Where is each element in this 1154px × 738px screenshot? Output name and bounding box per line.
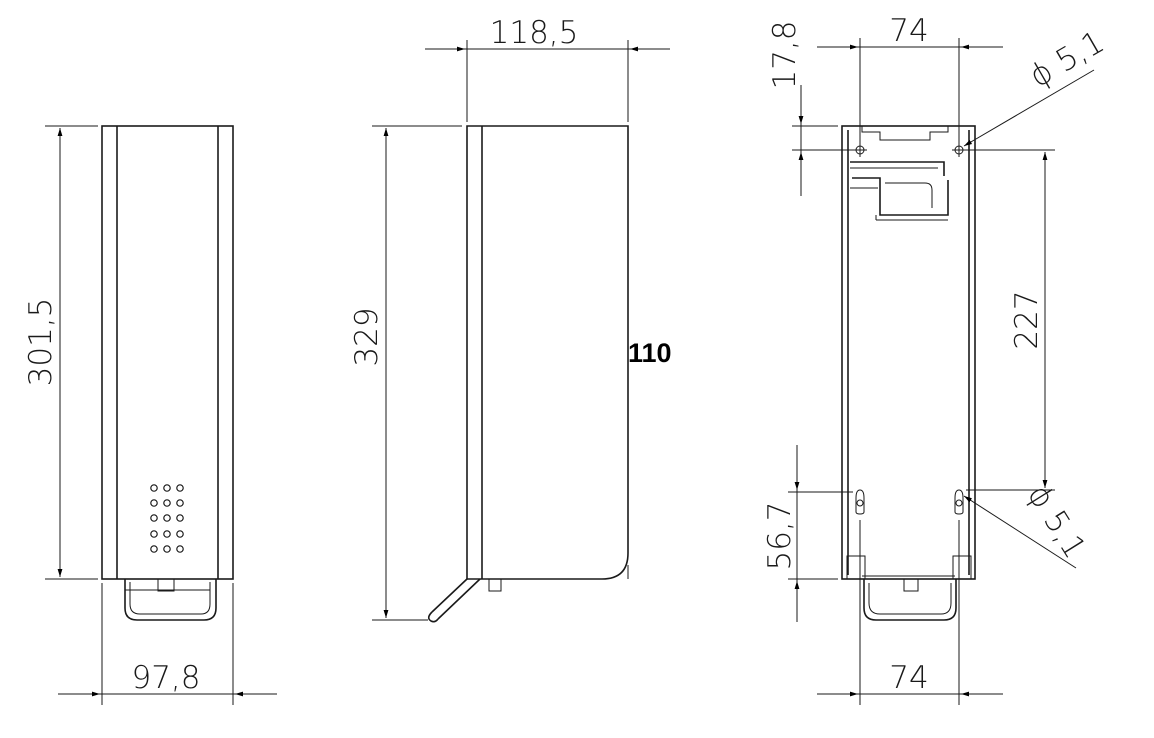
back-top-offset-label: 17,8 bbox=[767, 20, 803, 89]
front-width-label: 97,8 bbox=[131, 660, 200, 696]
side-height-label: 329 bbox=[349, 307, 385, 366]
back-bottom-offset-label: 56,7 bbox=[762, 501, 798, 570]
back-bottom-width-label: 74 bbox=[889, 660, 928, 696]
side-height-dimension: 329 bbox=[349, 125, 462, 621]
back-hole-spacing-dimension: 227 bbox=[966, 149, 1055, 491]
front-pump-handle bbox=[124, 578, 217, 621]
back-top-offset-dimension: 17,8 bbox=[767, 20, 853, 196]
back-top-bracket bbox=[850, 126, 949, 221]
front-height-label: 301,5 bbox=[23, 298, 59, 387]
front-width-dimension: 97,8 bbox=[58, 583, 277, 705]
back-bottom-hole-callout: ϕ 5,1 bbox=[963, 478, 1093, 569]
back-top-width-label: 74 bbox=[889, 13, 928, 49]
back-view: 74 17,8 ϕ 5,1 227 bbox=[762, 13, 1110, 705]
front-body-outline bbox=[101, 125, 234, 580]
back-keyhole-slots bbox=[855, 489, 964, 515]
back-top-width-dimension: 74 bbox=[817, 13, 1003, 143]
side-depth-dimension: 118,5 bbox=[425, 15, 670, 122]
back-top-holes bbox=[853, 143, 966, 157]
back-bottom-width-dimension: 74 bbox=[817, 520, 1003, 705]
side-depth-label: 118,5 bbox=[490, 15, 579, 51]
back-top-hole-callout: ϕ 5,1 bbox=[963, 24, 1111, 147]
back-top-hole-label: ϕ 5,1 bbox=[1024, 24, 1111, 95]
back-bottom-detail bbox=[846, 555, 972, 621]
front-view: 301,5 97,8 bbox=[23, 125, 277, 705]
side-nozzle bbox=[427, 578, 502, 623]
back-hole-spacing-label: 227 bbox=[1009, 290, 1045, 349]
back-bottom-hole-label: ϕ 5,1 bbox=[1020, 478, 1093, 565]
front-dot-grid bbox=[150, 484, 184, 553]
back-bottom-offset-dimension: 56,7 bbox=[762, 445, 853, 622]
side-callout-label: 110 bbox=[628, 338, 672, 368]
side-body-outline bbox=[466, 125, 629, 580]
side-view: 118,5 329 110 bbox=[349, 15, 672, 623]
front-height-dimension: 301,5 bbox=[23, 125, 98, 580]
